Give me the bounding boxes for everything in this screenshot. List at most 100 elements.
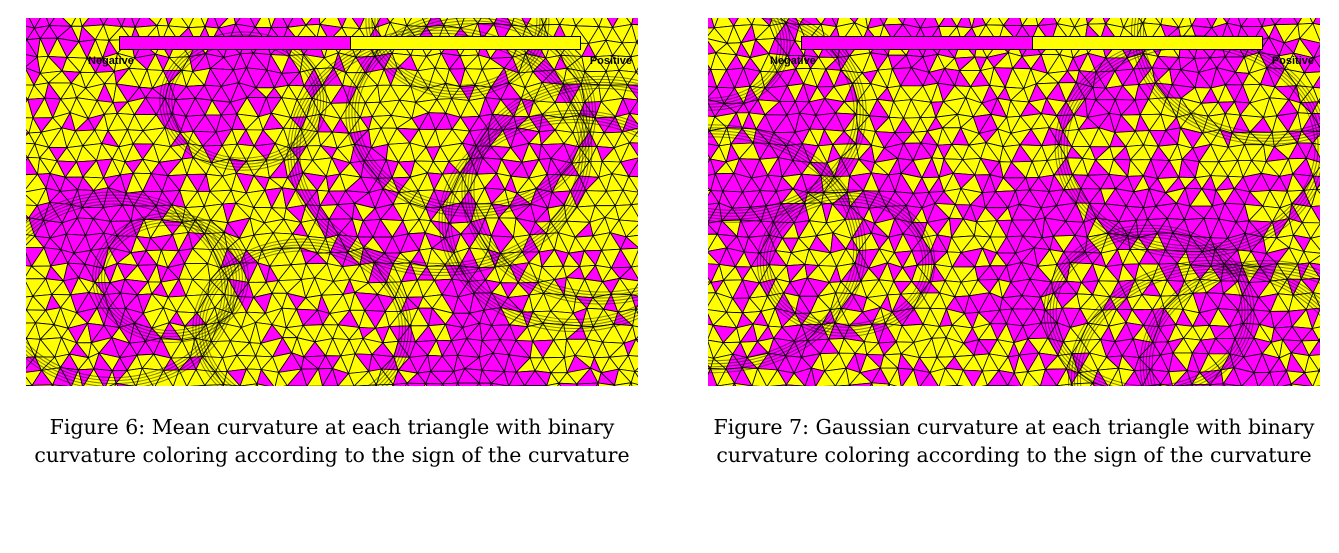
colorbar-negative [802, 37, 1033, 49]
mesh-triangle [968, 18, 975, 29]
mesh-fold [195, 241, 409, 386]
mesh-fold [1046, 227, 1252, 386]
mesh-triangle [986, 384, 1009, 386]
mesh-triangle [1309, 255, 1320, 265]
mesh-fold [1137, 18, 1320, 139]
mesh-fold [98, 218, 243, 337]
mesh-fold [204, 250, 400, 386]
mesh-triangle [631, 24, 638, 43]
mesh-fold [447, 119, 638, 323]
mesh-triangle [386, 18, 395, 23]
mesh-triangle [631, 203, 638, 218]
mesh-triangle [1316, 188, 1320, 194]
mesh-fold [1134, 18, 1320, 142]
figure-7: Negative Positive Figure 7: Gaussian cur… [708, 18, 1320, 469]
mesh-triangle [558, 382, 578, 386]
mesh-triangle [630, 382, 638, 386]
mesh-triangle [115, 382, 135, 386]
figure-caption: Figure 7: Gaussian curvature at each tri… [708, 413, 1320, 469]
mesh-fold [374, 18, 541, 89]
mesh-triangle [848, 382, 873, 386]
mesh-fold [371, 18, 544, 92]
mesh-fold [765, 198, 927, 328]
caption-text: Mean curvature at each triangle with bin… [34, 415, 630, 467]
mesh-triangle [786, 384, 806, 386]
mesh-triangle [998, 18, 1010, 26]
mesh-triangle [425, 383, 444, 386]
mesh-triangle [1312, 326, 1320, 341]
mesh-triangle [1290, 383, 1312, 386]
mesh-triangle [223, 384, 241, 386]
figure-label: Figure 6: [49, 415, 146, 439]
mesh-fold [348, 18, 594, 214]
mesh-triangle [204, 384, 224, 386]
mesh-triangle [734, 382, 753, 386]
mesh-fold [1043, 224, 1255, 386]
mesh-fold [1151, 272, 1320, 386]
mesh-triangle [31, 384, 54, 386]
mesh-fold [1074, 265, 1320, 386]
mesh-triangle [1318, 339, 1320, 344]
mesh-triangle [79, 18, 90, 27]
mesh-fold [768, 201, 924, 325]
mesh-fold [1145, 266, 1320, 386]
mesh-triangle [631, 265, 638, 280]
mesh-triangle [635, 336, 638, 340]
mesh-fold [1077, 268, 1320, 386]
mesh-triangle [629, 142, 638, 157]
mesh-triangle [52, 384, 69, 386]
mesh-triangle [1318, 337, 1320, 341]
mesh-triangle [1313, 55, 1320, 68]
mesh-fold [444, 116, 638, 326]
mesh-fold [365, 18, 550, 98]
mesh-fold [1140, 18, 1320, 136]
colorbar [801, 36, 1263, 50]
colorbar [119, 36, 581, 50]
mesh-triangle [1071, 382, 1094, 386]
curvature-mesh [708, 18, 1320, 386]
mesh-triangle [627, 338, 638, 357]
mesh-triangle [375, 384, 394, 386]
mesh-triangle [628, 175, 638, 192]
mesh-triangle [1155, 18, 1163, 25]
mesh-triangle [636, 41, 638, 45]
mesh-fold [756, 189, 936, 337]
colorbar-negative [120, 37, 351, 49]
mesh-fold [368, 18, 547, 95]
mesh-triangle [1209, 383, 1224, 386]
mesh-triangle [1293, 18, 1303, 25]
mesh-triangle [711, 18, 719, 29]
mesh-fold [26, 194, 232, 386]
colorbar-positive-label: Positive [1271, 55, 1314, 67]
mesh-fold [293, 32, 587, 270]
mesh-fold [470, 84, 638, 296]
mesh-fold [1071, 262, 1320, 386]
mesh-triangle [1312, 370, 1320, 386]
mesh-triangle [888, 383, 898, 386]
mesh-triangle [631, 250, 638, 268]
mesh-fold [450, 122, 638, 320]
colorbar-positive [350, 37, 580, 49]
mesh-triangle [871, 382, 890, 386]
mesh-fold [104, 224, 237, 331]
mesh-fold [708, 133, 858, 365]
mesh-triangle [835, 384, 850, 386]
mesh-triangle [1102, 18, 1111, 25]
mesh-image: Negative Positive [26, 18, 638, 386]
mesh-triangle [635, 71, 638, 75]
colorbar-positive-label: Positive [589, 55, 632, 67]
mesh-fold [708, 18, 791, 111]
mesh-triangle [597, 382, 615, 386]
mesh-triangle [635, 67, 638, 73]
figure-caption: Figure 6: Mean curvature at each triangl… [26, 413, 638, 469]
mesh-triangle [1312, 86, 1320, 102]
mesh-triangle [1222, 383, 1242, 386]
mesh-fold [1080, 271, 1320, 386]
mesh-triangle [353, 384, 377, 386]
mesh-triangle [635, 338, 638, 343]
mesh-triangle [1270, 18, 1282, 26]
mesh-triangle [1309, 18, 1317, 24]
mesh-triangle [1313, 44, 1320, 59]
mesh-triangle [849, 18, 859, 24]
mesh-triangle [576, 382, 599, 386]
